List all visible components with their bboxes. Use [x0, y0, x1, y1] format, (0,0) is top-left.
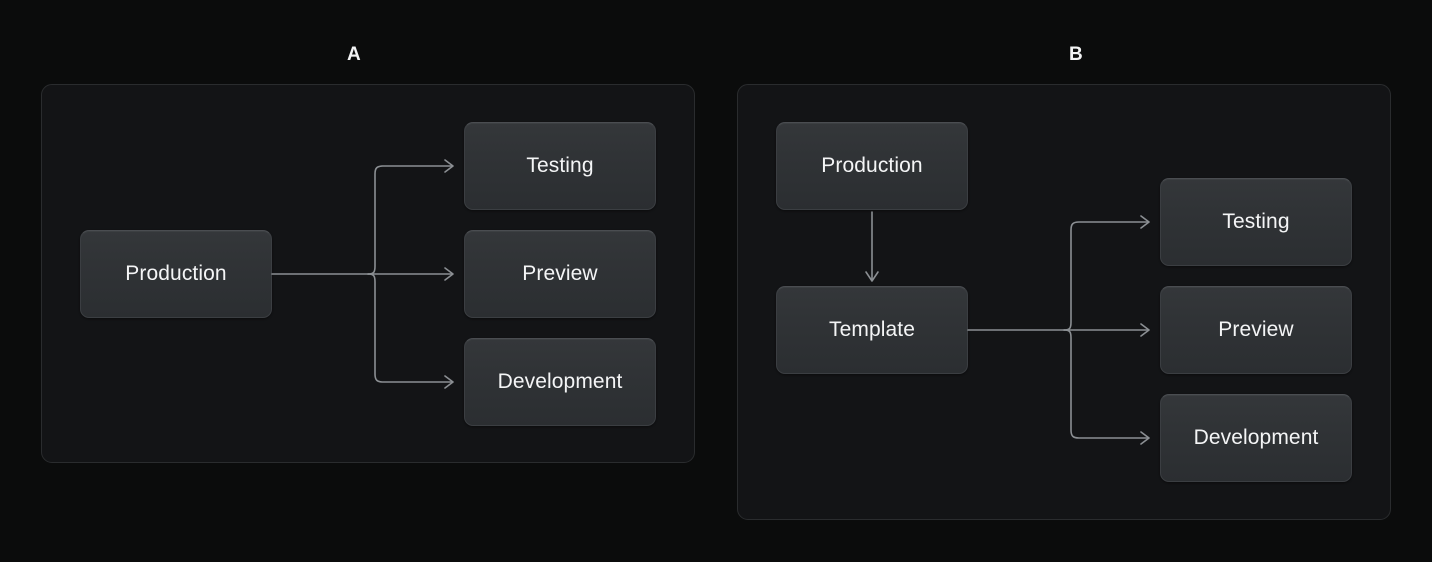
node-preview-b[interactable]: Preview	[1160, 286, 1352, 374]
node-preview-a[interactable]: Preview	[464, 230, 656, 318]
panel-label-b: B	[1068, 44, 1084, 65]
node-testing-a[interactable]: Testing	[464, 122, 656, 210]
node-development-b[interactable]: Development	[1160, 394, 1352, 482]
node-testing-b[interactable]: Testing	[1160, 178, 1352, 266]
node-production-b[interactable]: Production	[776, 122, 968, 210]
panel-label-a: A	[346, 44, 362, 65]
node-development-a[interactable]: Development	[464, 338, 656, 426]
node-production-a[interactable]: Production	[80, 230, 272, 318]
node-template-b[interactable]: Template	[776, 286, 968, 374]
